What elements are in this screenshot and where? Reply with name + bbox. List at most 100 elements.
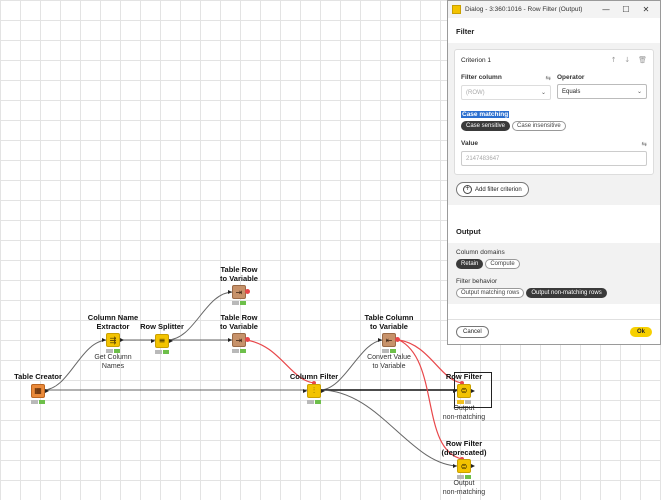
- node-title-line1: Table Row: [220, 265, 258, 274]
- move-up-icon[interactable]: ↑: [610, 56, 617, 64]
- node-title-line1: Row Filter: [445, 439, 483, 448]
- node-status: [457, 475, 471, 479]
- flow-variable-icon[interactable]: ⇆: [641, 140, 647, 148]
- node-annotation-line2: to Variable: [372, 363, 406, 370]
- wire-column-filter-to-row-filter-deprecated[interactable]: [319, 389, 460, 467]
- row-filter-icon: ⊜: [457, 459, 471, 473]
- close-button[interactable]: ✕: [642, 5, 650, 14]
- filter-column-value: (ROW): [466, 89, 485, 96]
- wire-column-filter-to-column-to-var[interactable]: [319, 339, 385, 391]
- var-wire-column-to-var-to-row-filter[interactable]: [398, 339, 463, 384]
- node-status: [155, 349, 169, 354]
- input-port[interactable]: [151, 338, 155, 343]
- node-title-line2: Extractor: [96, 321, 130, 331]
- node-title-line2: to Variable: [370, 321, 408, 331]
- node-annotation-line1: Output: [453, 404, 475, 412]
- node-annotation-line2: non-matching: [442, 489, 486, 496]
- node-status: [31, 399, 45, 404]
- node-status: [382, 349, 396, 353]
- node-title-line2: to Variable: [220, 273, 258, 283]
- dialog-titlebar[interactable]: Dialog - 3:360:1016 - Row Filter (Output…: [448, 1, 660, 18]
- node-annotation-line2: Names: [101, 363, 125, 370]
- output-port[interactable]: [471, 464, 475, 468]
- output-settings-area: Column domains Retain Compute Filter beh…: [448, 243, 660, 304]
- cancel-button[interactable]: Cancel: [456, 326, 489, 338]
- node-title-line1: Table Column: [364, 313, 414, 322]
- node-column-name-extractor[interactable]: Column Name Extractor ⇶ Get Column Names: [68, 313, 158, 371]
- var-wire-row-to-var-to-column-filter[interactable]: [245, 339, 315, 384]
- output-port[interactable]: [471, 388, 475, 393]
- chevron-down-icon: ⌄: [636, 88, 642, 95]
- input-port[interactable]: [378, 338, 382, 342]
- value-input[interactable]: 2147483647: [461, 151, 647, 166]
- node-row-filter-deprecated[interactable]: Row Filter (deprecated) ⊜ Output non-mat…: [419, 439, 509, 497]
- node-table-creator[interactable]: Table Creator ▦: [0, 372, 83, 404]
- minimize-button[interactable]: —: [602, 5, 610, 14]
- input-port[interactable]: [453, 464, 457, 468]
- input-port[interactable]: [228, 338, 232, 342]
- variable-output-port[interactable]: [245, 289, 250, 294]
- dialog-footer: Cancel Ok: [448, 319, 660, 344]
- node-title: Row Splitter: [140, 322, 184, 331]
- case-insensitive-option[interactable]: Case insensitive: [512, 121, 566, 131]
- input-port[interactable]: [453, 388, 457, 393]
- node-status: [232, 349, 246, 353]
- node-title-line1: Column Name: [87, 313, 139, 322]
- node-title: Table Creator: [14, 372, 62, 381]
- node-row-filter[interactable]: Row Filter ⊜ Output non-matching: [419, 371, 509, 422]
- input-port[interactable]: [102, 338, 106, 342]
- maximize-button[interactable]: ☐: [622, 5, 630, 14]
- table-row-to-variable-icon: ⇥: [232, 333, 246, 347]
- variable-output-port[interactable]: [395, 337, 400, 342]
- input-port[interactable]: [228, 290, 232, 294]
- row-splitter-icon: ≡: [155, 333, 169, 348]
- output-port[interactable]: [321, 388, 325, 393]
- retain-option[interactable]: Retain: [456, 259, 484, 269]
- move-down-icon[interactable]: ↓: [624, 56, 631, 64]
- column-name-extractor-icon: ⇶: [106, 333, 120, 347]
- node-row-splitter[interactable]: Row Splitter ≡: [117, 322, 207, 354]
- node-title: Column Filter: [289, 372, 339, 381]
- case-matching-label: Case matching: [461, 111, 510, 118]
- table-column-to-variable-icon: ⇤: [382, 333, 396, 347]
- output-non-matching-rows-option[interactable]: Output non-matching rows: [526, 288, 607, 298]
- row-filter-dialog: Dialog - 3:360:1016 - Row Filter (Output…: [447, 0, 661, 345]
- var-wire-column-to-var-to-row-filter-deprecated[interactable]: [398, 339, 463, 460]
- node-title-line2: to Variable: [220, 321, 258, 331]
- ok-button[interactable]: Ok: [629, 327, 652, 337]
- add-filter-criterion-button[interactable]: + Add filter criterion: [456, 182, 529, 197]
- wire-splitter-to-row-to-var-top[interactable]: [166, 291, 234, 341]
- node-table-column-to-variable[interactable]: Table Column to Variable ⇤ Convert Value…: [344, 313, 434, 371]
- criterion-card: Criterion 1 ↑ ↓ 🗑 Filter column ⇆ (ROW) …: [454, 49, 654, 175]
- wire-creator-to-extractor[interactable]: [42, 339, 109, 391]
- dialog-title: Dialog - 3:360:1016 - Row Filter (Output…: [465, 6, 583, 13]
- output-section-title: Output: [456, 227, 481, 236]
- input-port[interactable]: [303, 388, 307, 393]
- node-table-row-to-variable-mid[interactable]: Table Row to Variable ⇥: [194, 313, 284, 353]
- case-sensitive-option[interactable]: Case sensitive: [461, 121, 511, 131]
- node-table-row-to-variable-top[interactable]: Table Row to Variable ⇥: [194, 265, 284, 305]
- node-annotation-line2: non-matching: [442, 413, 486, 421]
- operator-select[interactable]: Equals ⌄: [557, 84, 647, 99]
- node-status: [457, 399, 471, 404]
- add-filter-criterion-label: Add filter criterion: [475, 186, 522, 193]
- compute-option[interactable]: Compute: [485, 259, 520, 269]
- filter-behavior-label: Filter behavior: [456, 278, 498, 285]
- delete-icon[interactable]: 🗑: [638, 56, 647, 64]
- output-port[interactable]: [45, 388, 49, 393]
- filter-column-select[interactable]: (ROW) ⌄: [461, 85, 551, 100]
- node-column-filter[interactable]: Column Filter ⫶: [269, 372, 359, 404]
- variable-output-port[interactable]: [245, 337, 250, 342]
- output-port[interactable]: [169, 338, 173, 343]
- node-title: Row Filter: [445, 372, 483, 381]
- flow-variable-icon[interactable]: ⇆: [545, 74, 551, 82]
- column-domains-label: Column domains: [456, 249, 505, 256]
- output-port[interactable]: [120, 338, 124, 342]
- output-matching-rows-option[interactable]: Output matching rows: [456, 288, 525, 298]
- column-filter-icon: ⫶: [307, 383, 321, 398]
- value-label: Value: [461, 140, 478, 147]
- node-annotation-line1: Output: [453, 480, 475, 487]
- filter-column-label: Filter column: [461, 74, 502, 81]
- table-creator-icon: ▦: [31, 383, 45, 398]
- operator-value: Equals: [562, 88, 581, 95]
